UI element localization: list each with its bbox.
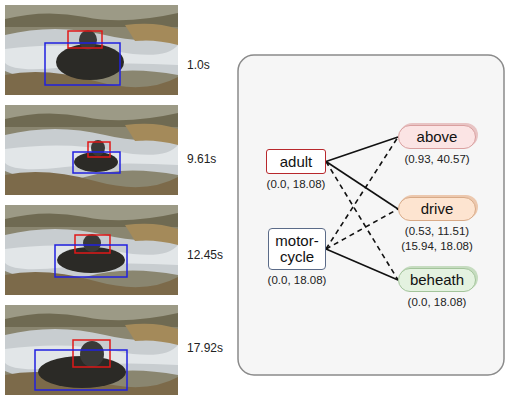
- solid-connector: [326, 249, 398, 280]
- timestamp-label: 12.45s: [187, 248, 223, 262]
- timestamp-label: 17.92s: [187, 341, 223, 355]
- entity-node: motor-cycle (0.0, 18.08): [242, 228, 352, 288]
- video-frame: [5, 105, 178, 195]
- video-frame: [5, 205, 178, 295]
- video-frame: [5, 5, 178, 95]
- time-interval: (0.0, 18.08): [242, 273, 352, 288]
- node-label: beheath: [398, 268, 476, 292]
- node-label: adult: [266, 149, 326, 174]
- relation-node: above (0.93, 40.57): [382, 125, 492, 167]
- entity-node: adult (0.0, 18.08): [241, 149, 351, 192]
- solid-connector: [326, 162, 398, 210]
- dashed-connector: [326, 162, 398, 281]
- node-label: drive: [398, 197, 476, 221]
- relation-node: beheath (0.0, 18.08): [382, 268, 492, 310]
- time-interval: (0.0, 18.08): [382, 295, 492, 310]
- dashed-connector: [326, 209, 398, 249]
- graph-panel: [238, 55, 504, 375]
- time-interval: (0.53, 11.51): [382, 224, 492, 239]
- video-frame: [5, 305, 178, 395]
- solid-connector: [326, 137, 398, 162]
- timestamp-label: 1.0s: [187, 58, 210, 72]
- time-interval: (0.0, 18.08): [241, 177, 351, 192]
- timestamp-label: 9.61s: [187, 152, 216, 166]
- time-interval: (15.94, 18.08): [382, 239, 492, 254]
- dashed-connector: [326, 137, 398, 249]
- node-label: motor-cycle: [268, 228, 326, 270]
- time-interval: (0.93, 40.57): [382, 152, 492, 167]
- node-label: above: [398, 125, 476, 149]
- relation-node: drive (0.53, 11.51)(15.94, 18.08): [382, 197, 492, 254]
